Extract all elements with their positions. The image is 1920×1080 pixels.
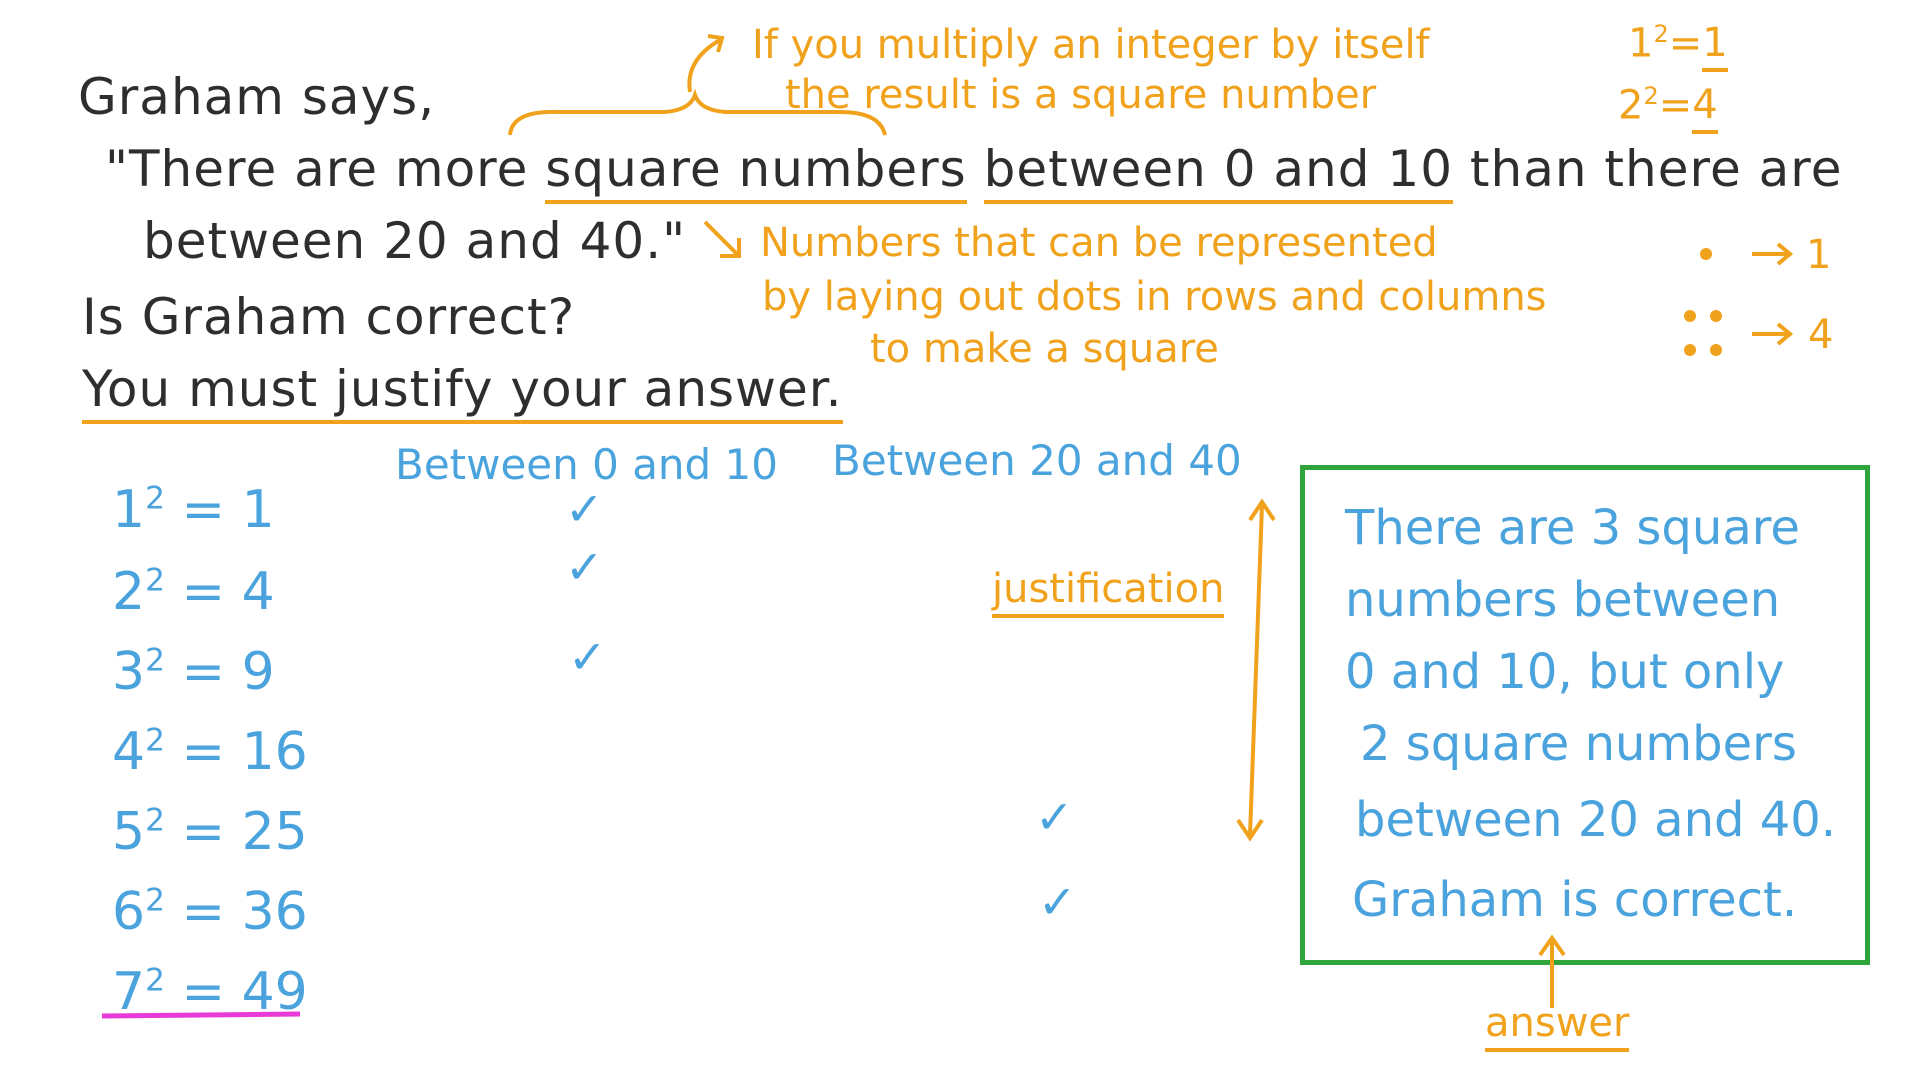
answer-line-3: 0 and 10, but only xyxy=(1345,644,1785,700)
curved-arrow-icon xyxy=(687,38,721,93)
dots-one-value: 1 xyxy=(1806,232,1832,278)
curly-brace-icon xyxy=(508,88,887,136)
arrow-up-icon xyxy=(1538,934,1566,1008)
double-arrow-icon xyxy=(1248,504,1264,836)
dots-four-value: 4 xyxy=(1808,312,1834,358)
answer-line-1: There are 3 square xyxy=(1345,500,1800,556)
example-one-squared: 12=1 xyxy=(1628,20,1728,73)
question-prompt: Is Graham correct? xyxy=(82,288,576,346)
column-header-20-40: Between 20 and 40 xyxy=(832,436,1242,485)
example-two-squared: 22=4 xyxy=(1618,82,1718,135)
ex2-val: 4 xyxy=(1692,82,1718,135)
four-dots-icon xyxy=(1684,310,1696,322)
row-6-squared: 62 = 36 xyxy=(112,882,308,942)
answer-box xyxy=(1300,465,1870,965)
answer-line-2: numbers between xyxy=(1345,572,1781,628)
check-mark-icon: ✓ xyxy=(1038,875,1077,929)
ex2-base: 2 xyxy=(1618,82,1644,129)
definition-multiply-line1: If you multiply an integer by itself xyxy=(752,22,1430,68)
answer-line-6: Graham is correct. xyxy=(1352,872,1798,928)
answer-line-4: 2 square numbers xyxy=(1360,716,1797,772)
ex2-eq: = xyxy=(1658,82,1693,129)
question-quote-line-2: between 20 and 40." xyxy=(143,212,687,270)
ex1-base: 1 xyxy=(1628,20,1654,67)
row-5-squared: 52 = 25 xyxy=(112,802,308,862)
check-mark-icon: ✓ xyxy=(568,630,607,684)
answer-label: answer xyxy=(1485,1000,1630,1052)
justification-label: justification xyxy=(992,566,1225,618)
definition-multiply-line2: the result is a square number xyxy=(785,72,1377,118)
question-quote-line: "There are more square numbers between 0… xyxy=(105,140,1843,204)
question-instruction: You must justify your answer. xyxy=(82,360,843,424)
ex2-exp: 2 xyxy=(1643,82,1659,110)
quote-end: than there are xyxy=(1453,140,1843,198)
definition-dots-line1: Numbers that can be represented xyxy=(760,220,1438,266)
strike-through-line xyxy=(101,1011,301,1019)
ex1-val: 1 xyxy=(1702,20,1728,73)
check-mark-icon: ✓ xyxy=(1035,790,1074,844)
definition-dots-line3: to make a square xyxy=(870,326,1219,372)
column-header-0-10: Between 0 and 10 xyxy=(395,440,779,489)
arrow-right-icon xyxy=(1752,242,1794,266)
down-right-arrow-icon xyxy=(703,220,740,257)
definition-dots-line2: by laying out dots in rows and columns xyxy=(762,274,1547,320)
ex1-exp: 2 xyxy=(1653,20,1669,48)
row-4-squared: 42 = 16 xyxy=(112,722,308,782)
check-mark-icon: ✓ xyxy=(565,540,604,594)
row-2-squared: 22 = 4 xyxy=(112,562,275,622)
between-0-10-underlined: between 0 and 10 xyxy=(983,140,1454,204)
row-3-squared: 32 = 9 xyxy=(112,642,275,702)
quote-start: "There are more xyxy=(105,140,546,198)
check-mark-icon: ✓ xyxy=(565,482,604,536)
arrow-right-icon xyxy=(1752,322,1794,346)
single-dot-icon xyxy=(1700,248,1712,260)
ex1-eq: = xyxy=(1668,20,1703,67)
answer-line-5: between 20 and 40. xyxy=(1355,792,1837,848)
row-1-squared: 12 = 1 xyxy=(112,480,275,540)
square-numbers-underlined: square numbers xyxy=(545,140,967,204)
question-intro: Graham says, xyxy=(78,68,436,126)
